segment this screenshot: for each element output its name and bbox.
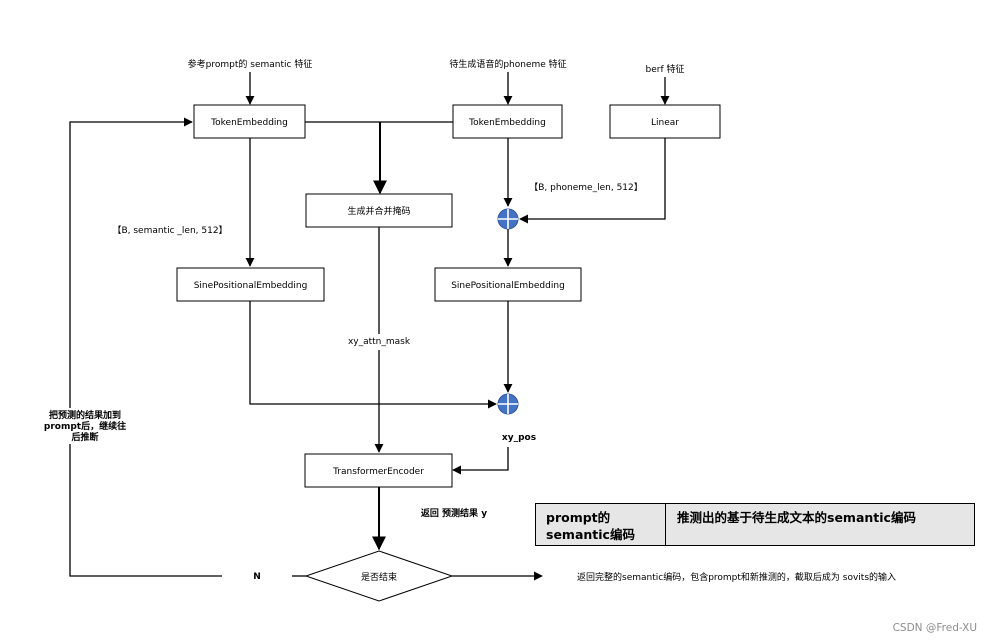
transformer-label: TransformerEncoder <box>332 467 424 477</box>
edge-feedback-loop <box>69 117 222 577</box>
legend-table: prompt的 semantic编码 推测出的基于待生成文本的semantic编… <box>535 503 975 546</box>
feedback-label-line1: 把预测的结果加到 <box>49 409 121 421</box>
legend-prompt-line1: prompt的 <box>546 510 611 525</box>
legend-prompt-cell: prompt的 semantic编码 <box>536 504 666 545</box>
decision-diamond: 是否结束 <box>304 550 454 602</box>
adder-bottom-icon <box>497 393 519 415</box>
token-embedding-left-label: TokenEmbedding <box>210 118 288 128</box>
mask-label: 生成并合并掩码 <box>347 205 410 217</box>
decision-label: 是否结束 <box>361 571 397 583</box>
sine-left-label: SinePositionalEmbedding <box>194 281 308 291</box>
sine-left-box: SinePositionalEmbedding <box>176 267 325 302</box>
final-output-label: 返回完整的semantic编码，包含prompt和新推测的，截取后成为 sovi… <box>577 571 896 583</box>
watermark: CSDN @Fred-XU <box>892 622 977 634</box>
return-y-label: 返回 预测结果 y <box>421 507 487 519</box>
linear-label: Linear <box>651 118 679 128</box>
legend-predicted-cell: 推测出的基于待生成文本的semantic编码 <box>677 510 916 525</box>
input-phoneme-label: 待生成语音的phoneme 特征 <box>449 58 566 70</box>
semantic-shape-label: 【B, semantic _len, 512】 <box>112 225 227 236</box>
edge-sine-left-to-adder <box>249 301 497 409</box>
edge-xy-pos-to-transformer <box>452 447 509 475</box>
transformer-box: TransformerEncoder <box>304 453 453 488</box>
feedback-label-bg <box>40 408 130 444</box>
edge-linear-to-adder <box>519 138 666 224</box>
token-embedding-left-box: TokenEmbedding <box>193 104 306 139</box>
mask-box: 生成并合并掩码 <box>305 193 453 228</box>
legend-prompt-line2: semantic编码 <box>546 527 635 542</box>
phoneme-shape-label: 【B, phoneme_len, 512】 <box>529 182 643 193</box>
feedback-label-line2: prompt后，继续往 <box>44 420 126 432</box>
sine-right-box: SinePositionalEmbedding <box>434 267 582 302</box>
adder-top-icon <box>497 208 519 230</box>
feedback-label-line3: 后推断 <box>71 431 98 443</box>
no-label: N <box>253 572 261 582</box>
linear-box: Linear <box>609 104 721 139</box>
xy-pos-label: xy_pos <box>502 433 536 443</box>
token-embedding-right-label: TokenEmbedding <box>468 118 546 128</box>
input-semantic-label: 参考prompt的 semantic 特征 <box>188 58 313 70</box>
input-bert-label: berf 特征 <box>646 63 685 75</box>
sine-right-label: SinePositionalEmbedding <box>451 281 565 291</box>
token-embedding-right-box: TokenEmbedding <box>452 104 563 139</box>
xy-attn-mask-label: xy_attn_mask <box>348 337 411 347</box>
